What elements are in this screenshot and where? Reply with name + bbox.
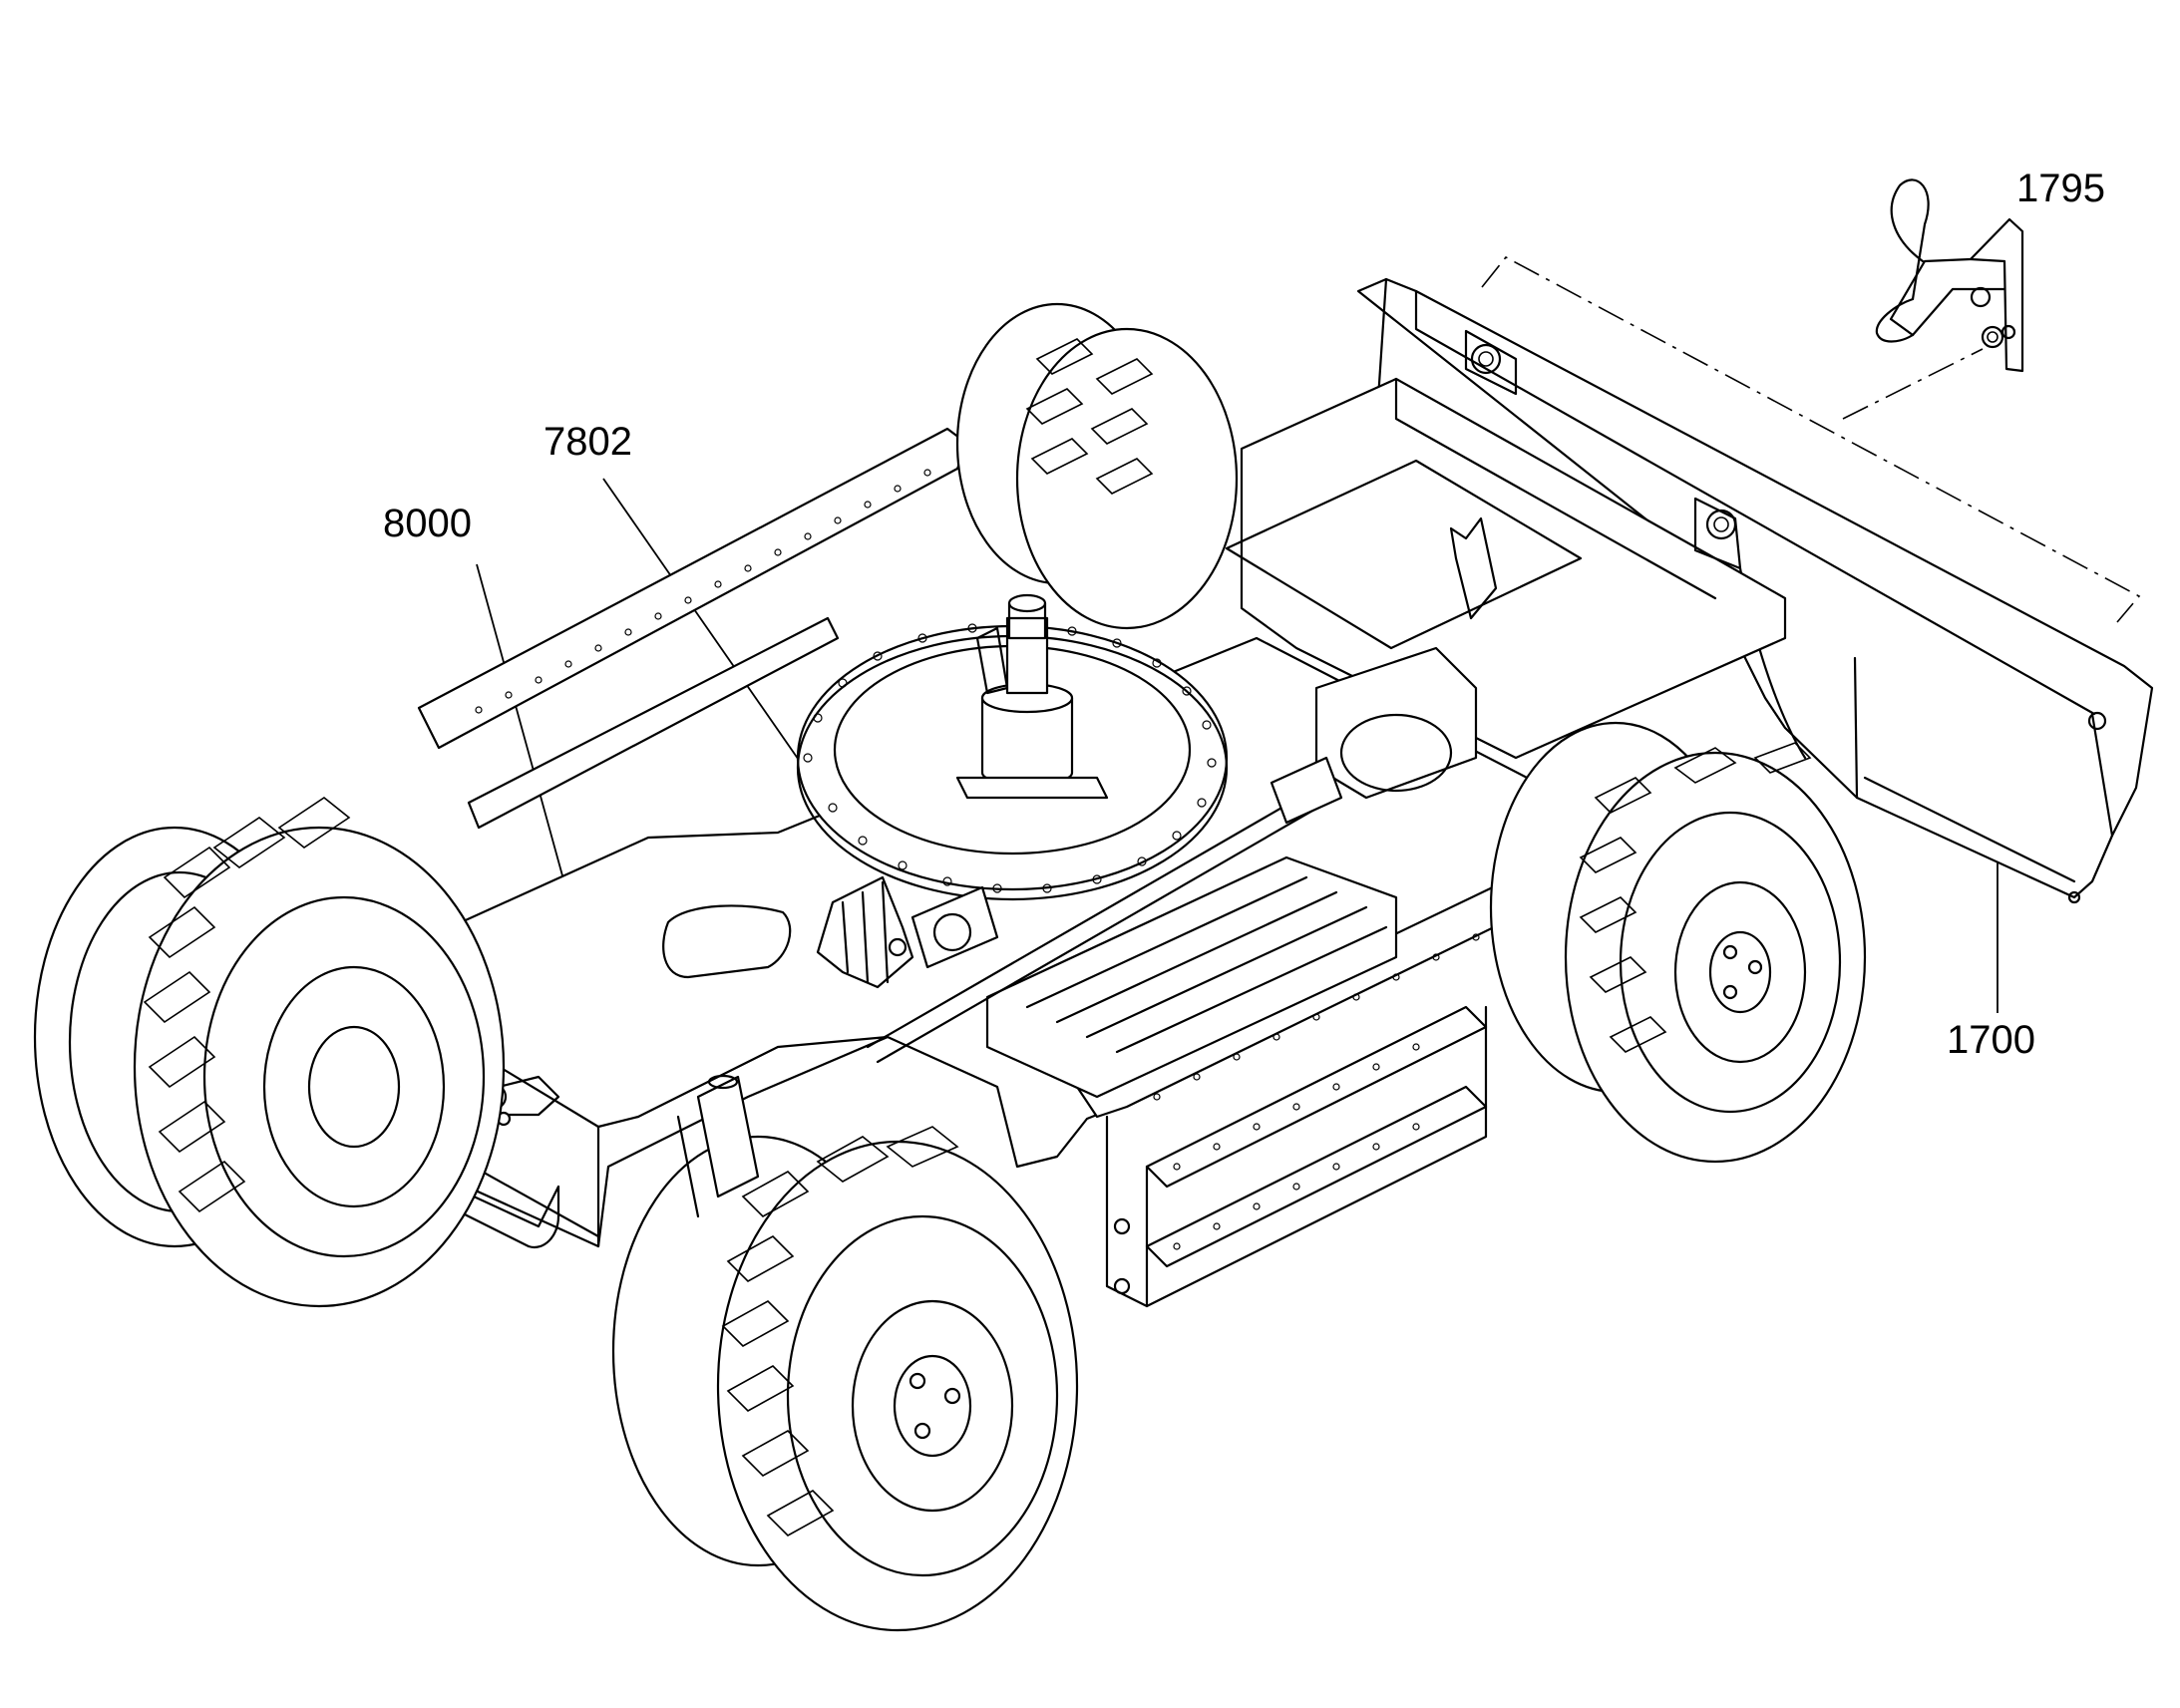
callout-1795[interactable]: 1795	[2016, 167, 2105, 210]
wheel-front-right	[611, 1126, 1079, 1632]
battery-box	[985, 855, 1398, 1099]
tread-lugs-rr	[1579, 742, 1812, 1053]
drive-shaft	[866, 646, 1478, 1064]
tread-lugs-fl	[143, 797, 351, 1213]
hydraulic-valve	[816, 875, 999, 989]
rear-frame	[1225, 329, 1787, 760]
callout-7802[interactable]: 7802	[544, 420, 632, 464]
tread-lugs-fr	[721, 1126, 959, 1537]
slew-ring-bolt-holes	[803, 621, 1217, 893]
callout-1700[interactable]: 1700	[1947, 1018, 2035, 1062]
wheel-rear-left	[955, 302, 1239, 630]
walkway-perforations-left	[475, 469, 931, 714]
wheel-front-left-inner	[133, 797, 506, 1308]
blade-phantom-outline	[1481, 255, 2141, 623]
wheel-rear-right	[1489, 721, 1867, 1164]
tread-lugs-rl	[1025, 338, 1154, 495]
step-perforations	[1153, 913, 1520, 1250]
stabilizer-cylinder	[676, 1074, 760, 1218]
rotary-joint	[955, 593, 1109, 800]
callout-8000[interactable]: 8000	[383, 502, 472, 545]
hitch-pin-bracket	[1875, 178, 2024, 373]
